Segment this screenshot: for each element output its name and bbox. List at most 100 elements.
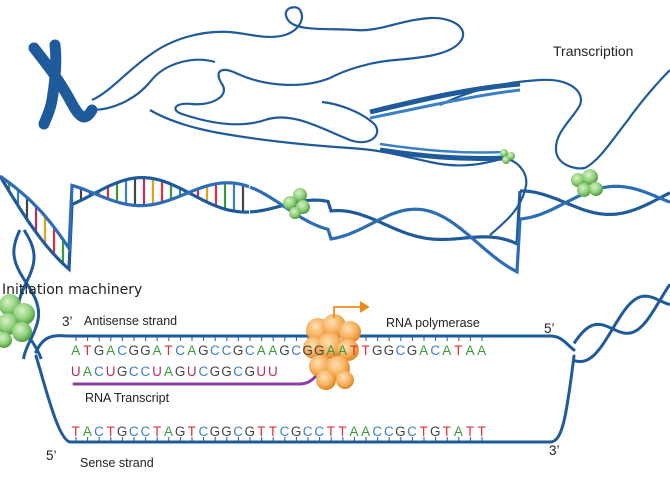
antisense-base: A bbox=[256, 343, 266, 358]
helix-backbone bbox=[573, 294, 670, 364]
antisense-base: A bbox=[442, 343, 452, 358]
antisense-base: G bbox=[279, 343, 290, 358]
antisense-base: A bbox=[106, 343, 116, 358]
antisense-base: T bbox=[164, 343, 173, 358]
rna-base: C bbox=[233, 364, 243, 379]
sense-base: G bbox=[221, 424, 232, 439]
rna-base: C bbox=[140, 364, 151, 379]
rna-base: A bbox=[82, 364, 92, 379]
rna-base: U bbox=[70, 364, 81, 379]
sense-base: T bbox=[338, 424, 347, 439]
sense-base: C bbox=[372, 424, 383, 439]
helix-backbone bbox=[12, 229, 41, 360]
sense-base: T bbox=[106, 424, 115, 439]
rna-base: C bbox=[94, 364, 104, 379]
supercoiled-dna bbox=[369, 81, 521, 162]
sense-base: T bbox=[442, 424, 451, 439]
antisense-base: A bbox=[71, 343, 81, 358]
antisense-3-prime-label: 3’ bbox=[62, 314, 73, 329]
rna-base: C bbox=[198, 364, 209, 379]
rna-base: G bbox=[244, 364, 255, 379]
sense-base: T bbox=[326, 424, 335, 439]
antisense-base: G bbox=[232, 343, 244, 358]
initiation-factor-small-icon bbox=[500, 149, 515, 164]
antisense-base: A bbox=[337, 343, 347, 358]
antisense-base: G bbox=[406, 343, 418, 358]
helix-backbone bbox=[520, 189, 670, 216]
sense-base: T bbox=[268, 424, 278, 439]
antisense-base: C bbox=[210, 343, 220, 358]
sense-base: T bbox=[419, 424, 428, 439]
sense-base: G bbox=[209, 424, 221, 439]
antisense-base: A bbox=[326, 343, 336, 358]
rna-base: C bbox=[128, 364, 139, 379]
sense-base: G bbox=[429, 424, 441, 439]
direction-arrow-icon bbox=[333, 301, 370, 318]
antisense-base: C bbox=[117, 343, 128, 358]
rna-base: U bbox=[105, 364, 116, 379]
initiation-machinery-label: Initiation machinery bbox=[2, 282, 143, 298]
sense-base: C bbox=[233, 424, 243, 439]
rna-base: A bbox=[164, 364, 174, 379]
sense-3-prime-label: 3’ bbox=[549, 443, 560, 458]
antisense-base: C bbox=[291, 343, 301, 358]
antisense-base: G bbox=[93, 343, 105, 358]
sense-5-prime-label: 5’ bbox=[46, 448, 57, 463]
antisense-base: C bbox=[221, 343, 232, 358]
sense-base: T bbox=[257, 424, 266, 439]
antisense-base: T bbox=[83, 343, 92, 358]
rna-base: G bbox=[209, 364, 221, 379]
sense-base: A bbox=[164, 424, 174, 439]
sense-base: T bbox=[465, 424, 475, 439]
sense-base: T bbox=[477, 424, 486, 439]
sense-base: G bbox=[174, 424, 186, 439]
antisense-base: A bbox=[419, 343, 429, 358]
rna-base: G bbox=[221, 364, 232, 379]
antisense-5-prime-label: 5’ bbox=[544, 321, 555, 336]
antisense-base: A bbox=[187, 343, 197, 358]
antisense-base: C bbox=[395, 343, 406, 358]
sense-base: C bbox=[140, 424, 151, 439]
helix-backbone bbox=[0, 174, 250, 254]
initiation-factor-icon bbox=[283, 188, 310, 219]
antisense-base: G bbox=[383, 343, 395, 358]
antisense-base: T bbox=[454, 343, 463, 358]
sense-base: C bbox=[94, 424, 104, 439]
antisense-base: G bbox=[128, 343, 140, 358]
antisense-base: A bbox=[465, 343, 475, 358]
antisense-base: A bbox=[152, 343, 162, 358]
antisense-base: G bbox=[198, 343, 209, 358]
sense-base: T bbox=[152, 424, 162, 439]
rna-transcript-label: RNA Transcript bbox=[85, 391, 170, 405]
antisense-base: G bbox=[302, 343, 313, 358]
antisense-base: A bbox=[268, 343, 278, 358]
sense-base: T bbox=[187, 424, 196, 439]
rna-base: U bbox=[152, 364, 162, 379]
sense-base: C bbox=[302, 424, 313, 439]
antisense-base: T bbox=[349, 343, 359, 358]
sense-base: C bbox=[128, 424, 139, 439]
antisense-base: C bbox=[175, 343, 186, 358]
antisense-base: C bbox=[244, 343, 255, 358]
rna-polymerase-label: RNA polymerase bbox=[386, 316, 480, 330]
sense-base: G bbox=[290, 424, 302, 439]
helix-backbone bbox=[0, 175, 250, 273]
chromatin-thread bbox=[91, 6, 670, 236]
sense-base: C bbox=[407, 424, 417, 439]
sense-base: C bbox=[279, 424, 290, 439]
sense-base: C bbox=[198, 424, 209, 439]
rna-polymerase-icon bbox=[303, 314, 361, 390]
sense-base: A bbox=[82, 424, 92, 439]
chromosome-icon bbox=[28, 39, 98, 130]
antisense-strand-label: Antisense strand bbox=[84, 314, 178, 328]
base-pair-ticks bbox=[75, 336, 483, 442]
rna-base: U bbox=[256, 364, 267, 379]
sense-base: A bbox=[349, 424, 359, 439]
initiation-machinery-icon bbox=[0, 294, 35, 348]
rna-base: G bbox=[116, 364, 128, 379]
antisense-base: A bbox=[477, 343, 487, 358]
